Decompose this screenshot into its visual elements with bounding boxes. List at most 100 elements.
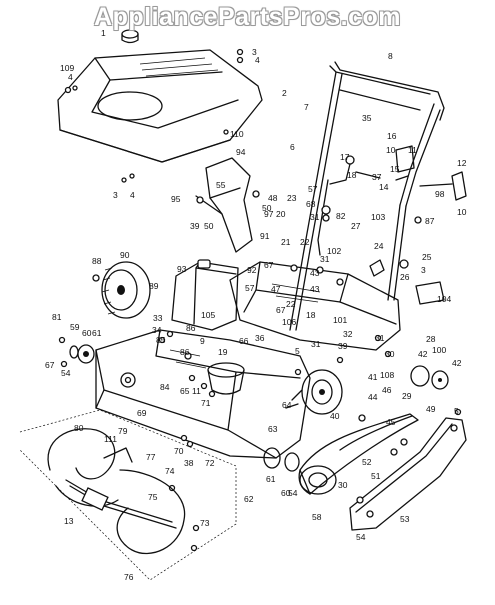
part-label-12: 12 xyxy=(457,158,467,168)
part-label-7: 7 xyxy=(304,102,309,112)
part-label-79: 79 xyxy=(118,426,128,436)
part-label-97: 97 xyxy=(264,209,274,219)
wheel xyxy=(92,261,151,319)
part-label-11: 11 xyxy=(408,145,417,155)
part-label-85: 85 xyxy=(156,335,166,345)
part-label-68: 68 xyxy=(306,199,316,209)
part-label-46: 46 xyxy=(382,385,392,395)
part-label-49: 49 xyxy=(426,404,436,414)
part-label-3b: 3 xyxy=(113,190,118,200)
part-label-31a: 31 xyxy=(310,212,320,222)
part-label-37: 37 xyxy=(372,172,382,182)
auger-bearings xyxy=(58,330,200,552)
part-label-10b: 10 xyxy=(457,207,467,217)
part-label-35: 35 xyxy=(362,113,372,123)
part-label-106: 106 xyxy=(282,317,296,327)
part-label-71: 71 xyxy=(201,398,211,408)
part-label-105: 105 xyxy=(201,310,215,320)
part-label-3a: 3 xyxy=(252,47,257,57)
shroud-screws xyxy=(64,48,244,183)
part-label-61b: 61 xyxy=(266,474,276,484)
part-label-44: 44 xyxy=(368,392,378,402)
part-label-53: 53 xyxy=(400,514,410,524)
auger-assembly xyxy=(19,409,237,581)
part-label-38: 38 xyxy=(184,458,194,468)
part-label-10a: 10 xyxy=(386,145,396,155)
part-label-67b: 67 xyxy=(276,305,286,315)
part-label-48: 48 xyxy=(268,193,278,203)
part-label-47: 47 xyxy=(271,284,281,294)
site-watermark: AppliancePartsPros.com xyxy=(94,3,401,31)
part-label-2: 2 xyxy=(282,88,287,98)
part-label-22b: 22 xyxy=(286,299,296,309)
part-label-111: 111 xyxy=(104,434,117,444)
part-label-27: 27 xyxy=(351,221,361,231)
part-label-69: 69 xyxy=(137,408,147,418)
part-label-87: 87 xyxy=(425,216,435,226)
auger-housing xyxy=(95,329,311,459)
part-label-16: 16 xyxy=(387,131,397,141)
lower-handle xyxy=(289,204,407,331)
part-label-74: 74 xyxy=(165,466,175,476)
part-label-62: 62 xyxy=(244,494,254,504)
part-label-94: 94 xyxy=(236,147,246,157)
part-label-13: 13 xyxy=(64,516,74,526)
part-label-58: 58 xyxy=(312,512,322,522)
part-label-80: 80 xyxy=(74,423,84,433)
part-label-51: 51 xyxy=(371,471,381,481)
part-label-43a: 43 xyxy=(310,268,320,278)
part-label-93: 93 xyxy=(177,264,187,274)
part-label-76: 76 xyxy=(124,572,134,582)
part-label-30b: 30 xyxy=(338,480,348,490)
part-label-60b: 60 xyxy=(281,488,291,498)
part-label-61a: 61 xyxy=(92,328,102,338)
part-label-34: 34 xyxy=(152,325,162,335)
part-label-14: 14 xyxy=(379,182,389,192)
part-label-67a: 67 xyxy=(264,260,274,270)
part-label-82: 82 xyxy=(336,211,346,221)
upper-handle xyxy=(303,61,445,251)
part-label-63: 63 xyxy=(268,424,278,434)
part-label-98: 98 xyxy=(435,189,445,199)
part-label-30: 30 xyxy=(385,349,395,359)
part-label-57b: 57 xyxy=(245,283,255,293)
part-label-5b: 5 xyxy=(454,406,459,416)
part-label-88: 88 xyxy=(92,256,102,266)
part-label-103: 103 xyxy=(371,212,385,222)
top-shroud xyxy=(57,49,263,163)
part-label-31b: 31 xyxy=(320,254,330,264)
shroud-knob xyxy=(121,29,139,44)
part-label-21: 21 xyxy=(281,237,291,247)
part-label-50a: 50 xyxy=(262,203,272,213)
part-label-36: 36 xyxy=(255,333,265,343)
part-label-100: 100 xyxy=(432,345,446,355)
part-label-31c: 31 xyxy=(311,339,321,349)
part-label-4a: 4 xyxy=(255,55,260,65)
part-label-108: 108 xyxy=(380,370,394,380)
part-label-11b: 11 xyxy=(192,386,201,396)
part-label-28: 28 xyxy=(426,334,436,344)
part-label-109: 109 xyxy=(60,63,74,73)
control-brackets xyxy=(395,145,467,305)
part-label-50b: 50 xyxy=(204,221,214,231)
part-label-4b: 4 xyxy=(68,72,73,82)
part-label-72: 72 xyxy=(205,458,215,468)
part-label-70: 70 xyxy=(174,446,184,456)
part-label-60a: 60 xyxy=(82,328,92,338)
part-label-29: 29 xyxy=(402,391,412,401)
part-label-18: 18 xyxy=(347,170,357,180)
part-label-86b: 86 xyxy=(180,347,190,357)
part-label-52: 52 xyxy=(362,457,372,467)
shift-rod xyxy=(317,155,381,256)
discharge-chute xyxy=(195,157,260,253)
part-label-86a: 86 xyxy=(186,323,196,333)
part-label-42b: 42 xyxy=(452,358,462,368)
part-label-9: 9 xyxy=(200,336,205,346)
part-label-15: 15 xyxy=(390,164,400,174)
part-label-73: 73 xyxy=(200,518,210,528)
drive-belt xyxy=(298,413,419,495)
part-label-64: 64 xyxy=(282,400,292,410)
part-label-22a: 22 xyxy=(300,237,310,247)
part-label-42a: 42 xyxy=(418,349,428,359)
